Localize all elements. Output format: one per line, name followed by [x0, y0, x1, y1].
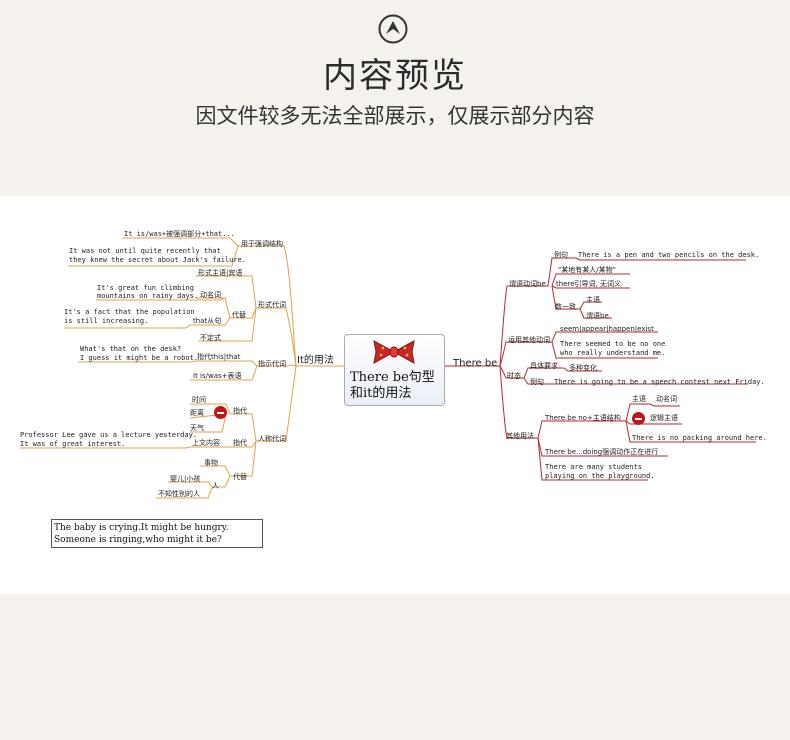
formal-subject: 形式主语|宾语 — [198, 269, 243, 277]
formal-gerund-example-1: It's great fun climbing — [97, 284, 194, 292]
note-text: The baby is crying.It might be hungry. S… — [54, 522, 229, 546]
tense-node: 时态 — [507, 372, 521, 380]
emphasis-node: 用于强调结构 — [241, 240, 283, 248]
be-predicate: 谓语be — [586, 312, 609, 320]
emphasis-example-1: It was not until quite recently that — [69, 247, 221, 255]
personal-pronoun-node: 人称代词 — [258, 435, 286, 443]
other-verbs-node: 运用其他动词 — [508, 336, 550, 344]
personal-refer: 指代 — [233, 407, 247, 415]
be-example-label: 例句 — [554, 251, 568, 259]
note-line-2: Someone is ringing,who might it be? — [54, 535, 222, 545]
tense-example-text: There is going to be a speech contest ne… — [554, 378, 765, 386]
center-line-2: 和it的用法 — [350, 386, 412, 401]
demo-it-is: It is/was+表语 — [193, 372, 242, 380]
demo-this-that: 指代this|that — [197, 353, 241, 361]
mindmap-panel: There be句型 和it的用法 It的用法 There be 用于强调结构 … — [0, 196, 790, 594]
personal-thing: 事物 — [204, 459, 218, 467]
no-subject: 主语 — [632, 395, 646, 403]
there-be-node: There be — [453, 358, 498, 369]
note-line-1: The baby is crying.It might be hungry. — [54, 523, 229, 533]
page-title: 内容预览 — [323, 56, 467, 96]
formal-gerund: 动名词 — [200, 291, 221, 299]
demonstrative-node: 指示代词 — [258, 360, 286, 368]
personal-context: 上文内容 — [192, 439, 220, 447]
mindmap-lines — [20, 237, 756, 499]
demo-example-1: What's that on the desk? — [80, 345, 182, 353]
doing-example-2: playing on the playground. — [545, 472, 655, 480]
emphasis-example-2: they knew the secret about Jack's failur… — [69, 256, 247, 264]
verbs-example-1: There seemed to be no one — [560, 340, 666, 348]
verbs-example-2: who really understand me. — [560, 349, 666, 357]
be-agreement: 数一致 — [555, 303, 576, 311]
no-gerund: 动名词 — [656, 395, 677, 403]
personal-refer-2: 指代 — [233, 439, 247, 447]
demo-example-2: I guess it might be a robot. — [80, 354, 199, 362]
personal-baby: 婴儿|小孩 — [170, 475, 201, 483]
no-structure: There be no+主语结构 — [545, 414, 621, 422]
emphasis-pattern: It is/was+被强调部分+that... — [124, 230, 235, 238]
personal-unknown: 不知性别的人 — [158, 490, 200, 498]
formal-infinitive: 不定式 — [200, 334, 221, 342]
no-entry-icon — [214, 406, 227, 419]
no-entry-icon — [632, 412, 645, 425]
formal-that-example-2: is still increasing. — [64, 317, 149, 325]
other-use-node: 其他用法 — [506, 432, 534, 440]
doing-example-1: There are many students — [545, 463, 642, 471]
center-node — [344, 334, 445, 406]
be-verb-node: 谓语动词be — [509, 280, 546, 288]
preview-header: 内容预览 因文件较多无法全部展示，仅展示部分内容 — [0, 0, 790, 196]
personal-weather: 天气 — [190, 424, 204, 432]
note-box — [51, 519, 263, 548]
tense-specific: 具体要求 — [530, 362, 558, 370]
formal-pronoun-node: 形式代词 — [258, 301, 286, 309]
tense-example-label: 例句 — [530, 378, 544, 386]
be-subject: 主语 — [586, 296, 600, 304]
personal-time: 时间 — [192, 396, 206, 404]
formal-that-example-1: It's a fact that the population — [64, 308, 195, 316]
tense-changes: 多种变化 — [569, 364, 597, 372]
bow-icon — [373, 340, 415, 364]
doing-structure: There be...doing强调动作正在进行 — [545, 448, 659, 456]
center-title: There be句型 和it的用法 — [350, 370, 435, 402]
personal-distance: 距离 — [190, 409, 204, 417]
it-usage-node: It的用法 — [297, 355, 334, 366]
formal-gerund-example-2: mountains on rainy days. — [97, 292, 199, 300]
professor-example-2: It was of great interest. — [20, 440, 126, 448]
center-line-1: There be句型 — [350, 370, 435, 385]
no-example: There is no packing around here. — [632, 434, 767, 442]
formal-that: that从句 — [193, 317, 222, 325]
verbs-list: seem|appear|happen|exist — [560, 325, 654, 333]
professor-example-1: Professor Lee gave us a lecture yesterda… — [20, 431, 198, 439]
personal-replace: 代替 — [233, 473, 247, 481]
up-arrow-circle-icon — [378, 14, 408, 44]
be-intro: there引导词, 无词义 — [556, 280, 621, 288]
personal-person: 人 — [212, 482, 219, 490]
be-example-text: There is a pen and two pencils on the de… — [578, 251, 760, 259]
page-subtitle: 因文件较多无法全部展示，仅展示部分内容 — [195, 104, 595, 128]
formal-replace: 代替 — [232, 311, 246, 319]
be-someplace: "某地有某人/某物" — [558, 266, 616, 274]
logic-subject: 逻辑主语 — [650, 414, 678, 422]
